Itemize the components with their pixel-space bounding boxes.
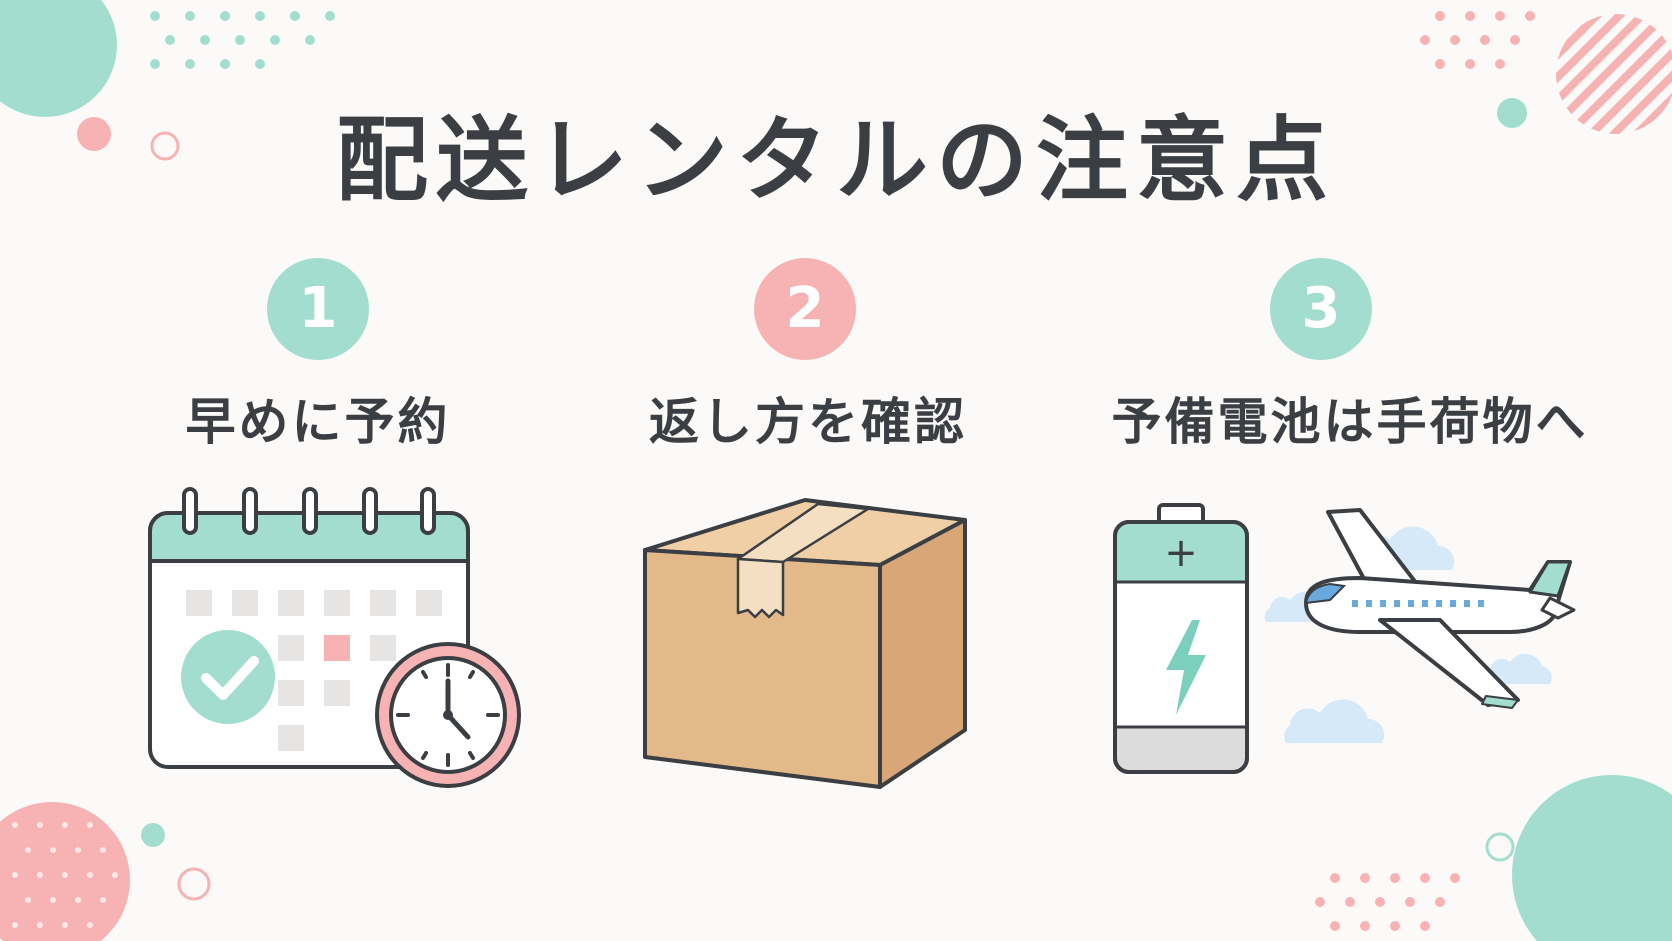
mint-dot-decoration [141,823,165,847]
pink-dot-grid-decoration [1315,873,1460,931]
lightning-bolt-icon [1166,620,1206,715]
calendar-day-cells [186,590,442,751]
battery-airplane-icon: + [1113,503,1576,774]
svg-text:+: + [1164,530,1198,576]
step-1-number-badge: 1 [267,258,369,360]
packing-tape-flap [736,557,785,619]
calendar-rings [182,487,436,535]
pink-dot-decoration [77,117,111,151]
mint-ring-decoration [1485,832,1515,862]
mint-dot-decoration [1497,98,1527,128]
pink-ring-decoration [177,867,211,901]
highlighted-day [324,635,350,661]
step-2-number-badge: 2 [754,258,856,360]
striped-circle-decoration [1556,14,1672,134]
pink-dot-grid-decoration [1420,11,1535,69]
blob-dot-pattern [12,822,118,928]
step-2-label: 返し方を確認 [649,393,967,451]
calendar-clock-icon [148,487,521,788]
airplane-icon [1304,508,1576,709]
step-1-label: 早めに予約 [185,393,451,451]
mint-circle-decoration [0,0,117,117]
step-3-number-badge: 3 [1270,258,1372,360]
page-title: 配送レンタルの注意点 [335,107,1336,214]
step-3-label: 予備電池は手荷物へ [1111,393,1589,451]
dot-grid-decoration [150,11,335,69]
check-circle [181,630,275,724]
mint-blob-decoration [1512,775,1672,941]
pink-blob-decoration [0,802,130,941]
battery-icon: + [1113,503,1249,774]
airplane-windows [1352,600,1484,607]
cardboard-box-icon [643,498,967,789]
clock-icon [375,642,521,788]
check-icon [201,656,259,700]
pink-ring-decoration [150,131,180,161]
